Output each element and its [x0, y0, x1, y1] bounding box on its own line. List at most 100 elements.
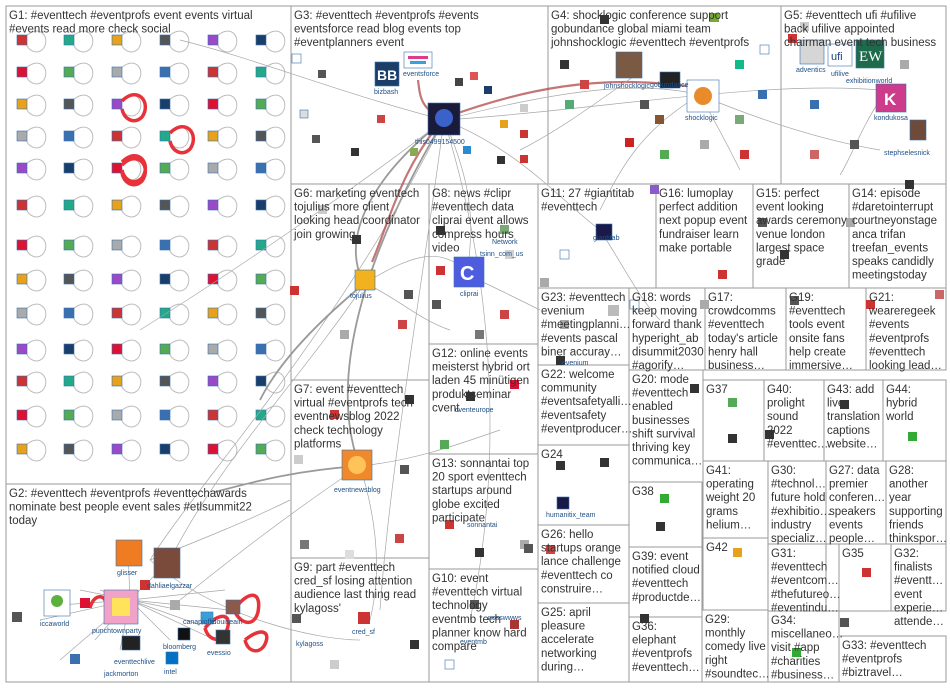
- group-label-line: G32:: [894, 548, 919, 560]
- node-evessio: [215, 629, 231, 645]
- group-label-line: G38: [632, 486, 654, 498]
- group-label-line: G17:: [708, 292, 733, 304]
- g1-node: [207, 98, 219, 110]
- group-label-line: another: [889, 479, 928, 491]
- group-label-line: G27: data: [829, 465, 880, 477]
- node-bloomberg: [177, 627, 191, 641]
- group-label-line: G29:: [705, 614, 730, 626]
- g1-node: [159, 343, 171, 355]
- g1-node: [16, 34, 28, 46]
- group-label-line: make portable: [659, 242, 732, 254]
- group-label-line: #events pascal: [541, 333, 618, 345]
- self-loop: [168, 235, 190, 258]
- group-label-line: conferen…: [829, 492, 885, 504]
- group-label-g42: G42: [706, 542, 728, 554]
- group-label-g33: G33: #eventtech#eventprofs#biztravel…: [842, 640, 926, 679]
- group-label-line: business…: [708, 360, 765, 372]
- group-label-line: kylagoss': [294, 603, 341, 615]
- group-label-line: community: [541, 383, 597, 395]
- group-label-line: next popup event: [659, 215, 748, 227]
- group-label-line: looking head coordinator: [294, 215, 420, 227]
- node-label-cred_sf: cred_sf: [352, 629, 375, 636]
- group-label-line: chairman event tech business: [784, 37, 936, 49]
- self-loop: [168, 303, 190, 326]
- group-box-g1: [5, 5, 292, 485]
- g1-node: [255, 443, 267, 455]
- self-loop: [168, 371, 190, 394]
- self-loop: [168, 30, 190, 53]
- group-label-line: tojulius more client: [294, 202, 390, 214]
- g1-node: [111, 130, 123, 142]
- node-johnshocklogic: [615, 51, 643, 79]
- group-label-line: startups orange: [541, 543, 621, 555]
- g1-node: [16, 239, 28, 251]
- edge: [149, 119, 445, 561]
- g1-node: [16, 307, 28, 319]
- g1-node: [159, 199, 171, 211]
- group-label-line: G2: #eventtech #eventprofs #eventtechawa…: [9, 488, 247, 500]
- edge: [370, 117, 445, 263]
- group-label-line: year: [889, 492, 912, 504]
- g1-node: [16, 375, 28, 387]
- self-loop: [216, 195, 238, 218]
- g1-node: [111, 199, 123, 211]
- group-label-line: #eventtech: [789, 306, 845, 318]
- group-label-line: eventmb tech: [432, 614, 501, 626]
- group-label-line: prolight: [767, 398, 806, 410]
- group-label-line: #eventsafety: [541, 410, 606, 422]
- group-label-line: #eventtech: [541, 202, 597, 214]
- self-loop: [25, 339, 47, 362]
- node-stephselesnick: [909, 119, 927, 141]
- g1-node: [207, 307, 219, 319]
- node-giantitab: [595, 223, 613, 241]
- group-label-line: G20: mode: [632, 374, 689, 386]
- node-exhibitionworld: [855, 39, 885, 69]
- node-gobundance: [659, 71, 681, 89]
- group-label-line: businesses: [632, 415, 690, 427]
- group-label-line: compress hours: [432, 229, 514, 241]
- group-label-line: weareregeek: [868, 306, 936, 318]
- node-label-elouiseain: elouiseain: [211, 619, 243, 626]
- g1-node: [63, 162, 75, 174]
- node-label-exhibitionworld: exhibitionworld: [846, 78, 892, 85]
- group-label-line: G9: part #eventtech: [294, 562, 395, 574]
- edge: [519, 71, 641, 151]
- self-loop: [25, 158, 47, 181]
- self-loop: [25, 94, 47, 117]
- node-label-sonnantai: sonnantai: [467, 522, 498, 529]
- node-label-this0499154500: this0499154500: [415, 139, 465, 146]
- self-loop: [25, 126, 47, 149]
- group-label-line: lance challenge: [541, 556, 621, 568]
- group-label-line: disummit2030: [632, 346, 704, 358]
- group-label-line: meetingstoday: [852, 270, 927, 282]
- group-label-line: G21:: [869, 292, 894, 304]
- group-label-line: events: [829, 519, 863, 531]
- edge: [443, 119, 601, 231]
- g1-node: [16, 66, 28, 78]
- node-label-evenium: evenium: [562, 360, 589, 367]
- group-label-line: #daretointerrupt: [852, 202, 934, 214]
- group-label-line: #eventtech data: [432, 202, 514, 214]
- group-label-line: perfect addition: [659, 202, 738, 214]
- group-label-line: shift survival: [632, 428, 695, 440]
- self-loop: [120, 195, 142, 218]
- node-label-canapioffic: canapioffic: [183, 619, 217, 626]
- group-label-line: join growing: [293, 229, 355, 241]
- group-label-line: G28:: [889, 465, 914, 477]
- group-label-line: planner know hard: [432, 627, 527, 639]
- group-label-line: #eventcom…: [771, 575, 839, 587]
- group-label-line: henry hall: [708, 346, 758, 358]
- group-box-g21: [865, 287, 947, 371]
- group-label-line: notified cloud: [632, 565, 700, 577]
- group-label-line: cliprai event allows: [432, 215, 529, 227]
- group-label-line: people…: [829, 533, 875, 545]
- group-label-line: elephant: [632, 635, 677, 647]
- group-label-line: specializ…: [771, 533, 827, 545]
- group-label-line: #eventtech…: [632, 662, 700, 674]
- group-label-line: anca trifan: [852, 229, 906, 241]
